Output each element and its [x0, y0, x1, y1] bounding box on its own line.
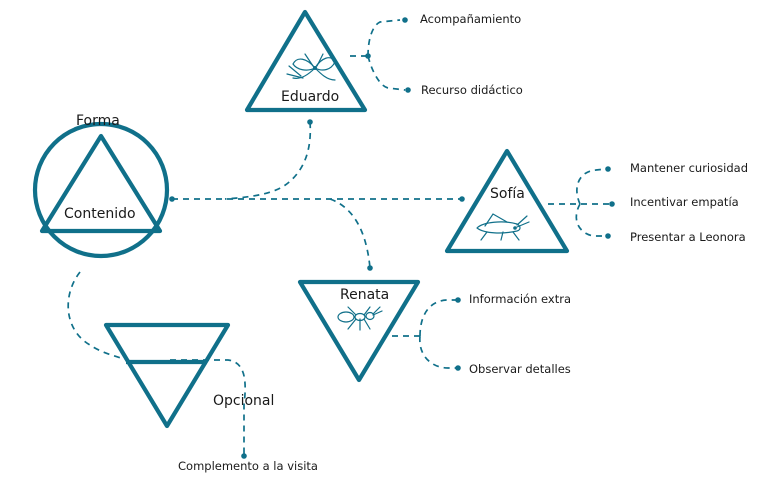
- forma-circle: [32, 121, 170, 259]
- contenido-label: Contenido: [64, 206, 136, 222]
- connector-forma-to-optional: [67, 271, 129, 361]
- grasshopper-icon: [476, 213, 530, 241]
- sofia-branch-2: Incentivar empatía: [630, 195, 739, 209]
- eduardo-branch-2: Recurso didáctico: [421, 83, 523, 97]
- optional-triangle: [103, 322, 231, 429]
- connector-renata-branches: [392, 299, 458, 369]
- butterfly-icon: [286, 53, 336, 81]
- renata-triangle: [297, 279, 421, 383]
- connector-main-to-renata: [329, 198, 371, 269]
- renata-branch-1: Información extra: [469, 292, 572, 306]
- forma-label: Forma: [76, 113, 120, 129]
- sofia-branch-3: Presentar a Leonora: [630, 230, 746, 244]
- connector-optional-to-detail: [170, 359, 247, 455]
- sofia-triangle: [444, 148, 570, 254]
- sofia-name: Sofía: [490, 186, 525, 202]
- ant-icon: [337, 306, 383, 331]
- connector-sofia-branches: [548, 168, 612, 237]
- eduardo-name: Eduardo: [281, 89, 340, 105]
- sofia-branch-1: Mantener curiosidad: [630, 161, 748, 175]
- connector-dots: [169, 17, 615, 459]
- connector-eduardo-to-main: [224, 121, 312, 200]
- eduardo-branch-1: Acompañamiento: [420, 12, 522, 26]
- optional-label: Opcional: [213, 393, 275, 409]
- renata-branch-2: Observar detalles: [469, 362, 571, 376]
- optional-detail: Complemento a la visita: [178, 459, 318, 473]
- contenido-triangle: [39, 133, 163, 234]
- renata-name: Renata: [340, 287, 390, 303]
- connector-eduardo-branches: [350, 19, 406, 91]
